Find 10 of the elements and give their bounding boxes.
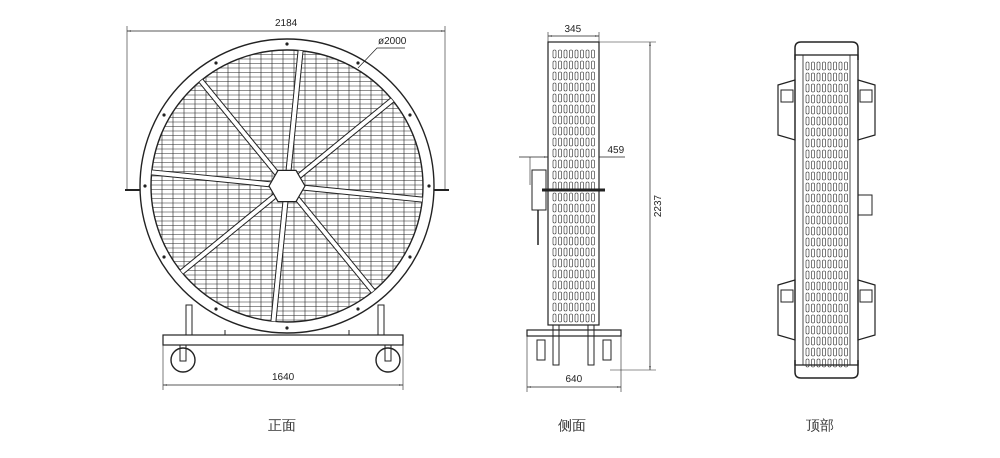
dimension-label: 459 <box>608 146 624 156</box>
view-caption: 顶部 <box>806 419 834 433</box>
view-caption: 侧面 <box>558 419 586 433</box>
dimension-label: ø2000 <box>378 37 406 47</box>
view-caption: 正面 <box>268 419 296 433</box>
dimension-label: 2237 <box>654 194 664 218</box>
dimension-label: 345 <box>564 25 582 35</box>
dimension-label: 2184 <box>275 19 298 29</box>
dimension-label: 1640 <box>272 373 294 383</box>
dimension-label: 640 <box>566 375 582 385</box>
